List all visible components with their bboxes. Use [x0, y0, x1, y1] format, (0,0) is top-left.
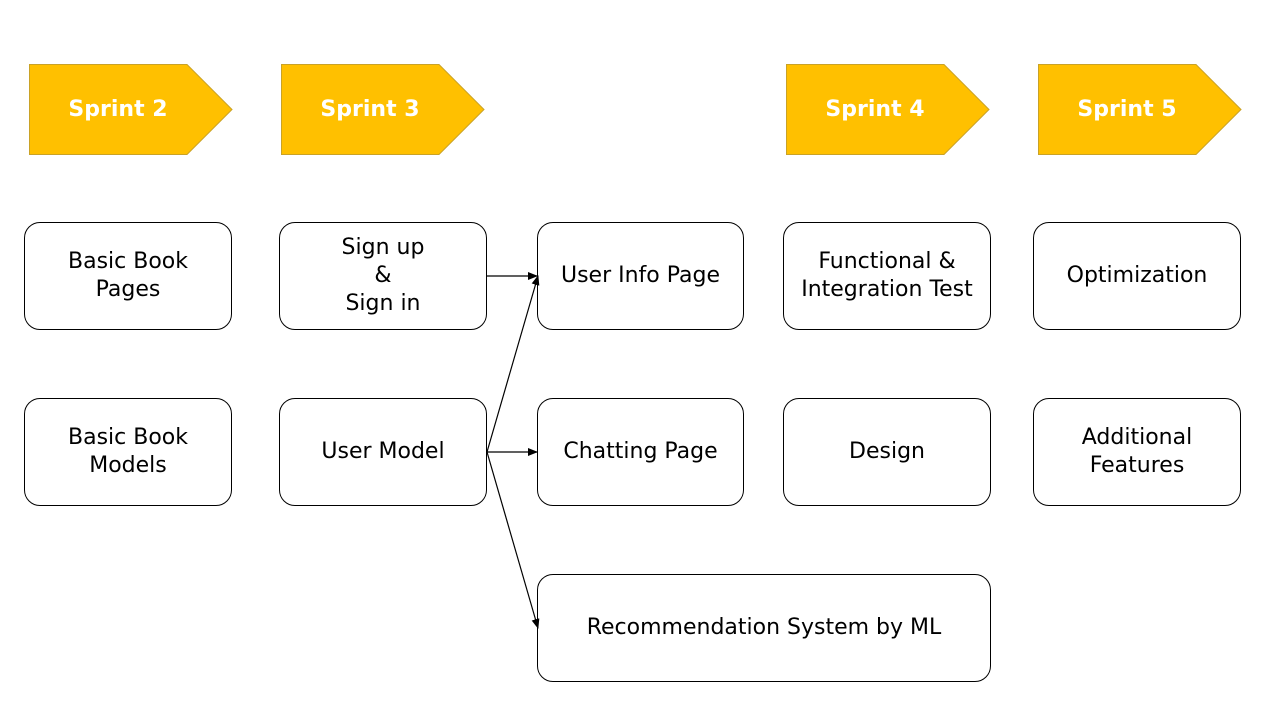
sprint-3-label: Sprint 3	[320, 96, 420, 122]
sprint-4-label: Sprint 4	[825, 96, 925, 122]
arrow-usermodel-to-userinfo	[486, 275, 540, 453]
optimization-box: Optimization	[1033, 222, 1241, 330]
arrow-usermodel-to-recommendation	[486, 451, 540, 629]
chevron-shape	[1038, 64, 1242, 155]
basic-book-models-box: Basic Book Models	[24, 398, 232, 506]
box-text-line: Recommendation System by ML	[586, 615, 942, 640]
box-text-line: Models	[89, 453, 167, 478]
chevron-shape	[281, 64, 485, 155]
box-text-line: &	[374, 263, 392, 288]
box-text-line: Sign in	[345, 291, 421, 316]
box-text-line: Basic Book	[68, 249, 188, 274]
sign-up-sign-in-box: Sign up & Sign in	[279, 222, 487, 330]
box-text-line: Functional &	[818, 249, 956, 274]
sprint-4-chevron: Sprint 4	[786, 64, 990, 156]
sprint-5-chevron: Sprint 5	[1038, 64, 1242, 156]
user-info-page-box: User Info Page	[537, 222, 744, 330]
box-text-line: Sign up	[341, 235, 425, 260]
sprint-5-label: Sprint 5	[1077, 96, 1177, 122]
basic-book-pages-box: Basic Book Pages	[24, 222, 232, 330]
box-text-line: Optimization	[1066, 263, 1208, 288]
sprint-2-chevron: Sprint 2	[29, 64, 233, 156]
chatting-page-box: Chatting Page	[537, 398, 744, 506]
box-text-line: Design	[849, 439, 925, 464]
sprint-2-label: Sprint 2	[68, 96, 168, 122]
functional-integration-test-box: Functional & Integration Test	[783, 222, 991, 330]
recommendation-system-box: Recommendation System by ML	[537, 574, 991, 682]
box-text-line: Basic Book	[68, 425, 188, 450]
user-model-box: User Model	[279, 398, 487, 506]
box-text-line: Integration Test	[801, 277, 973, 302]
chevron-shape	[786, 64, 990, 155]
design-box: Design	[783, 398, 991, 506]
box-text-line: Chatting Page	[563, 439, 718, 464]
box-text-line: Additional	[1081, 425, 1193, 450]
additional-features-box: Additional Features	[1033, 398, 1241, 506]
box-text-line: Features	[1089, 453, 1185, 478]
sprint-3-chevron: Sprint 3	[281, 64, 485, 156]
box-text-line: Pages	[95, 277, 161, 302]
box-text-line: User Info Page	[560, 263, 721, 288]
chevron-shape	[29, 64, 233, 155]
box-text-line: User Model	[321, 439, 445, 464]
